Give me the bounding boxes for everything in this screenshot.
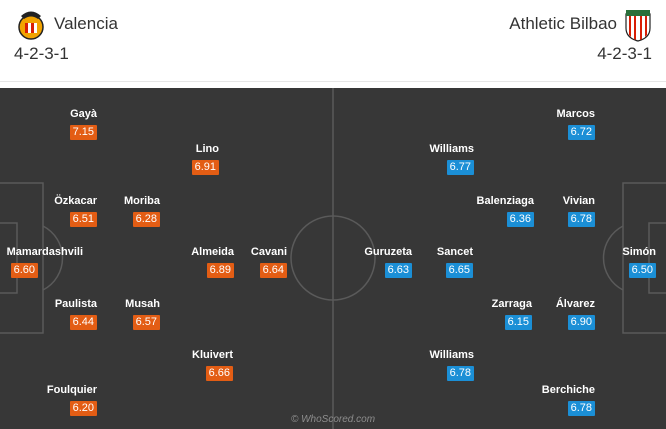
home-team-name[interactable]: Valencia: [54, 14, 118, 33]
player-rating: 6.66: [205, 366, 233, 381]
player-card[interactable]: Vivian 6.78: [515, 195, 595, 231]
player-card[interactable]: Marcos 6.72: [515, 108, 595, 144]
player-card[interactable]: Foulquier 6.20: [17, 384, 97, 420]
player-name: Musah: [125, 298, 160, 310]
player-name: Gayà: [70, 108, 97, 120]
player-name: Foulquier: [46, 384, 97, 396]
player-rating: 6.65: [445, 263, 473, 278]
player-name: Álvarez: [555, 298, 595, 310]
player-name: Simón: [622, 246, 656, 258]
player-rating: 6.72: [567, 125, 595, 140]
player-card[interactable]: Gayà 7.15: [17, 108, 97, 144]
player-rating: 6.89: [206, 263, 234, 278]
player-name: Berchiche: [541, 384, 595, 396]
player-rating: 6.78: [567, 212, 595, 227]
player-rating: 6.44: [69, 315, 97, 330]
player-name: Paulista: [54, 298, 97, 310]
home-formation: 4-2-3-1: [14, 44, 69, 63]
away-formation: 4-2-3-1: [597, 44, 652, 63]
match-header: Valencia 4-2-3-1 Athletic Bilbao 4-2-3-1: [0, 0, 666, 82]
player-name: Balenziaga: [476, 195, 534, 207]
player-name: Vivian: [562, 195, 595, 207]
player-card[interactable]: Williams 6.78: [394, 349, 474, 385]
player-card[interactable]: Almeida 6.89: [154, 246, 234, 282]
player-card[interactable]: Kluivert 6.66: [153, 349, 233, 385]
player-rating: 6.28: [132, 212, 160, 227]
player-name: Lino: [195, 143, 219, 155]
athletic-bilbao-crest-icon: [625, 10, 651, 42]
player-card[interactable]: Álvarez 6.90: [515, 298, 595, 334]
player-name: Cavani: [250, 246, 287, 258]
player-card[interactable]: Mamardashvili 6.60: [3, 246, 83, 282]
player-card[interactable]: Berchiche 6.78: [515, 384, 595, 420]
player-rating: 6.50: [628, 263, 656, 278]
player-card[interactable]: Özkacar 6.51: [17, 195, 97, 231]
player-card[interactable]: Paulista 6.44: [17, 298, 97, 334]
player-name: Moriba: [123, 195, 160, 207]
player-card[interactable]: Williams 6.77: [394, 143, 474, 179]
player-rating: 6.15: [504, 315, 532, 330]
player-rating: 6.78: [567, 401, 595, 416]
away-team-name[interactable]: Athletic Bilbao: [509, 14, 617, 33]
player-rating: 6.60: [10, 263, 38, 278]
valencia-bat-crest-icon: [18, 11, 44, 40]
player-name: Williams: [429, 349, 474, 361]
player-name: Zarraga: [491, 298, 532, 310]
player-card[interactable]: Zarraga 6.15: [452, 298, 532, 334]
player-card[interactable]: Lino 6.91: [139, 143, 219, 179]
player-rating: 6.63: [384, 263, 412, 278]
player-card[interactable]: Musah 6.57: [80, 298, 160, 334]
pitch-markings: [0, 88, 666, 429]
player-card[interactable]: Sancet 6.65: [393, 246, 473, 282]
player-rating: 6.77: [446, 160, 474, 175]
player-card[interactable]: Cavani 6.64: [207, 246, 287, 282]
player-name: Sancet: [436, 246, 473, 258]
player-rating: 6.90: [567, 315, 595, 330]
player-rating: 6.20: [69, 401, 97, 416]
player-name: Marcos: [556, 108, 595, 120]
player-rating: 6.91: [191, 160, 219, 175]
player-rating: 7.15: [69, 125, 97, 140]
player-name: Mamardashvili: [6, 246, 83, 258]
player-card[interactable]: Moriba 6.28: [80, 195, 160, 231]
watermark: © WhoScored.com: [290, 414, 376, 425]
player-rating: 6.57: [132, 315, 160, 330]
player-card[interactable]: Balenziaga 6.36: [454, 195, 534, 231]
player-rating: 6.36: [506, 212, 534, 227]
player-rating: 6.78: [446, 366, 474, 381]
player-name: Özkacar: [54, 195, 97, 207]
player-rating: 6.51: [69, 212, 97, 227]
player-name: Guruzeta: [364, 246, 412, 258]
player-card[interactable]: Simón 6.50: [576, 246, 656, 282]
player-card[interactable]: Guruzeta 6.63: [332, 246, 412, 282]
player-name: Kluivert: [192, 349, 233, 361]
player-name: Almeida: [191, 246, 234, 258]
pitch: Gayà 7.15 Lino 6.91 Özkacar 6.51 Moriba …: [0, 88, 666, 429]
player-name: Williams: [429, 143, 474, 155]
player-rating: 6.64: [259, 263, 287, 278]
